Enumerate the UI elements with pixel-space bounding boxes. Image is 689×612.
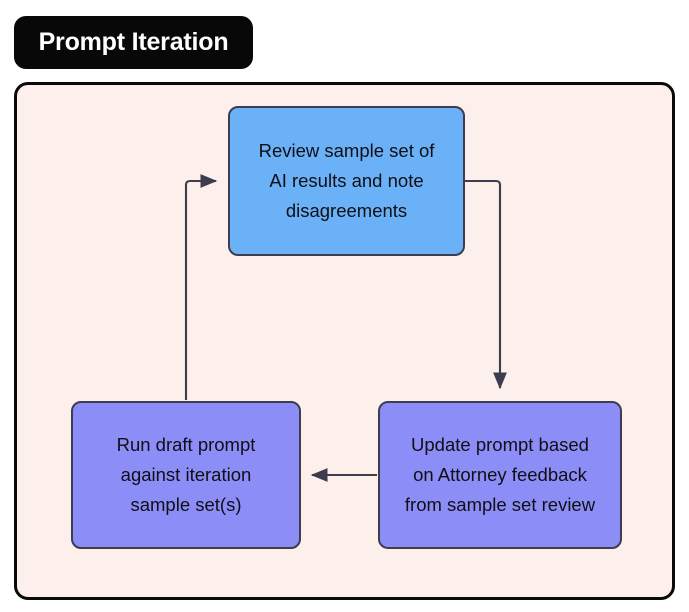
page-title: Prompt Iteration: [38, 28, 229, 56]
node-run-draft-prompt-label: Run draft prompt against iteration sampl…: [116, 434, 256, 515]
node-update-prompt[interactable]: Update prompt based on Attorney feedback…: [378, 401, 622, 549]
node-review-sample-set[interactable]: Review sample set of AI results and note…: [228, 106, 465, 256]
diagram-title-badge: Prompt Iteration: [14, 16, 253, 69]
node-update-prompt-label: Update prompt based on Attorney feedback…: [404, 434, 596, 515]
node-run-draft-prompt[interactable]: Run draft prompt against iteration sampl…: [71, 401, 301, 549]
node-review-sample-set-label: Review sample set of AI results and note…: [258, 140, 435, 221]
